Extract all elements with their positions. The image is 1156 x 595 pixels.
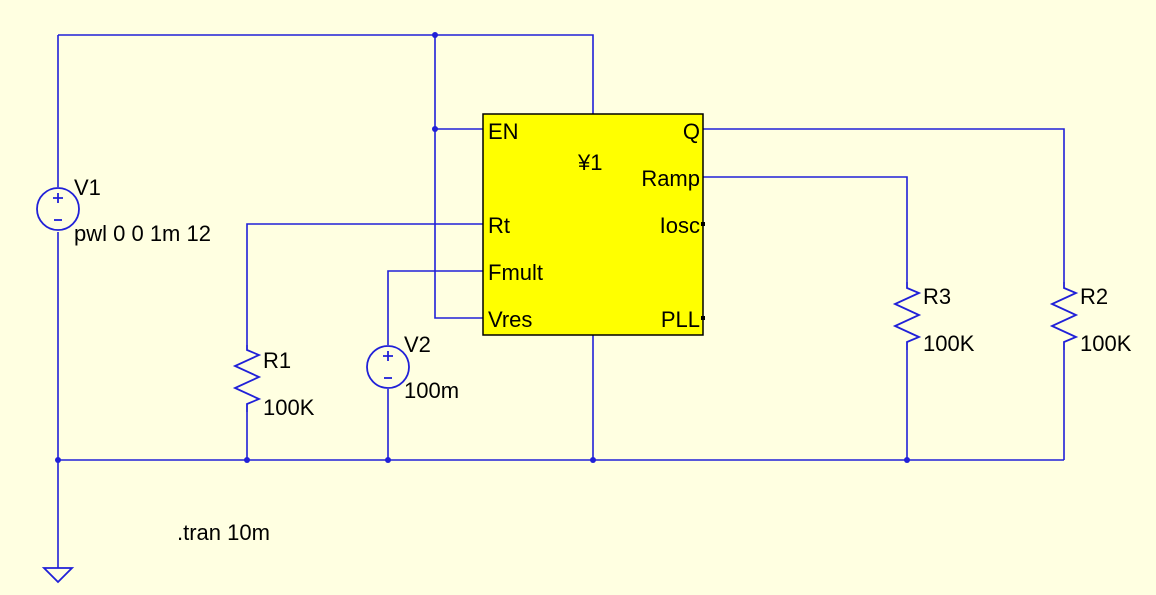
plus-sign bbox=[53, 193, 63, 203]
source-v1[interactable]: V1 pwl 0 0 1m 12 bbox=[36, 175, 211, 246]
pin-vres: Vres bbox=[488, 307, 532, 332]
junction-dot-icon bbox=[590, 457, 596, 463]
junction-dot-icon bbox=[432, 32, 438, 38]
ic-block[interactable]: ¥1 EN Rt Fmult Vres Q Ramp Iosc PLL bbox=[482, 113, 705, 336]
wire-q[interactable] bbox=[703, 128, 1065, 282]
pin-rt: Rt bbox=[488, 213, 510, 238]
pin-iosc: Iosc bbox=[660, 213, 700, 238]
resistor-icon bbox=[892, 282, 922, 350]
junction-dot-icon bbox=[244, 457, 250, 463]
source-v2[interactable]: V2 100m bbox=[366, 332, 459, 403]
resistor-ref: R2 bbox=[1080, 284, 1108, 309]
resistor-r1[interactable]: R1 100K bbox=[232, 345, 315, 420]
resistor-ref: R3 bbox=[923, 284, 951, 309]
wire-ramp[interactable] bbox=[703, 176, 908, 282]
junction-dot-icon bbox=[904, 457, 910, 463]
resistor-icon bbox=[232, 345, 262, 412]
voltage-source-icon bbox=[366, 345, 410, 389]
pin-q: Q bbox=[683, 119, 700, 144]
resistor-value: 100K bbox=[263, 395, 315, 420]
wire-top[interactable] bbox=[58, 34, 594, 114]
pin-fmult: Fmult bbox=[488, 260, 543, 285]
wire-rt[interactable] bbox=[246, 223, 483, 345]
junction-dot-icon bbox=[55, 457, 61, 463]
pin-en: EN bbox=[488, 119, 519, 144]
source-value: 100m bbox=[404, 378, 459, 403]
spice-directive[interactable]: .tran 10m bbox=[177, 520, 270, 545]
resistor-ref: R1 bbox=[263, 348, 291, 373]
plus-sign bbox=[383, 351, 393, 361]
ground-icon[interactable] bbox=[41, 567, 75, 584]
ic-ref: ¥1 bbox=[577, 150, 602, 175]
junctions bbox=[55, 32, 910, 463]
pin-marker-iosc bbox=[701, 222, 705, 226]
voltage-source-icon bbox=[36, 187, 80, 231]
wire-fmult[interactable] bbox=[387, 270, 483, 345]
resistor-value: 100K bbox=[1080, 331, 1132, 356]
pin-pll: PLL bbox=[661, 307, 700, 332]
wires bbox=[57, 34, 1065, 568]
junction-dot-icon bbox=[432, 126, 438, 132]
junction-dot-icon bbox=[385, 457, 391, 463]
ic-body bbox=[482, 113, 704, 336]
resistor-r2[interactable]: R2 100K bbox=[1049, 282, 1132, 356]
resistor-value: 100K bbox=[923, 331, 975, 356]
resistor-r3[interactable]: R3 100K bbox=[892, 282, 975, 356]
resistor-icon bbox=[1049, 282, 1079, 350]
source-ref: V2 bbox=[404, 332, 431, 357]
wire-tap[interactable] bbox=[434, 35, 483, 319]
source-value: pwl 0 0 1m 12 bbox=[74, 221, 211, 246]
pin-marker-pll bbox=[701, 316, 705, 320]
pin-ramp: Ramp bbox=[641, 166, 700, 191]
source-ref: V1 bbox=[74, 175, 101, 200]
